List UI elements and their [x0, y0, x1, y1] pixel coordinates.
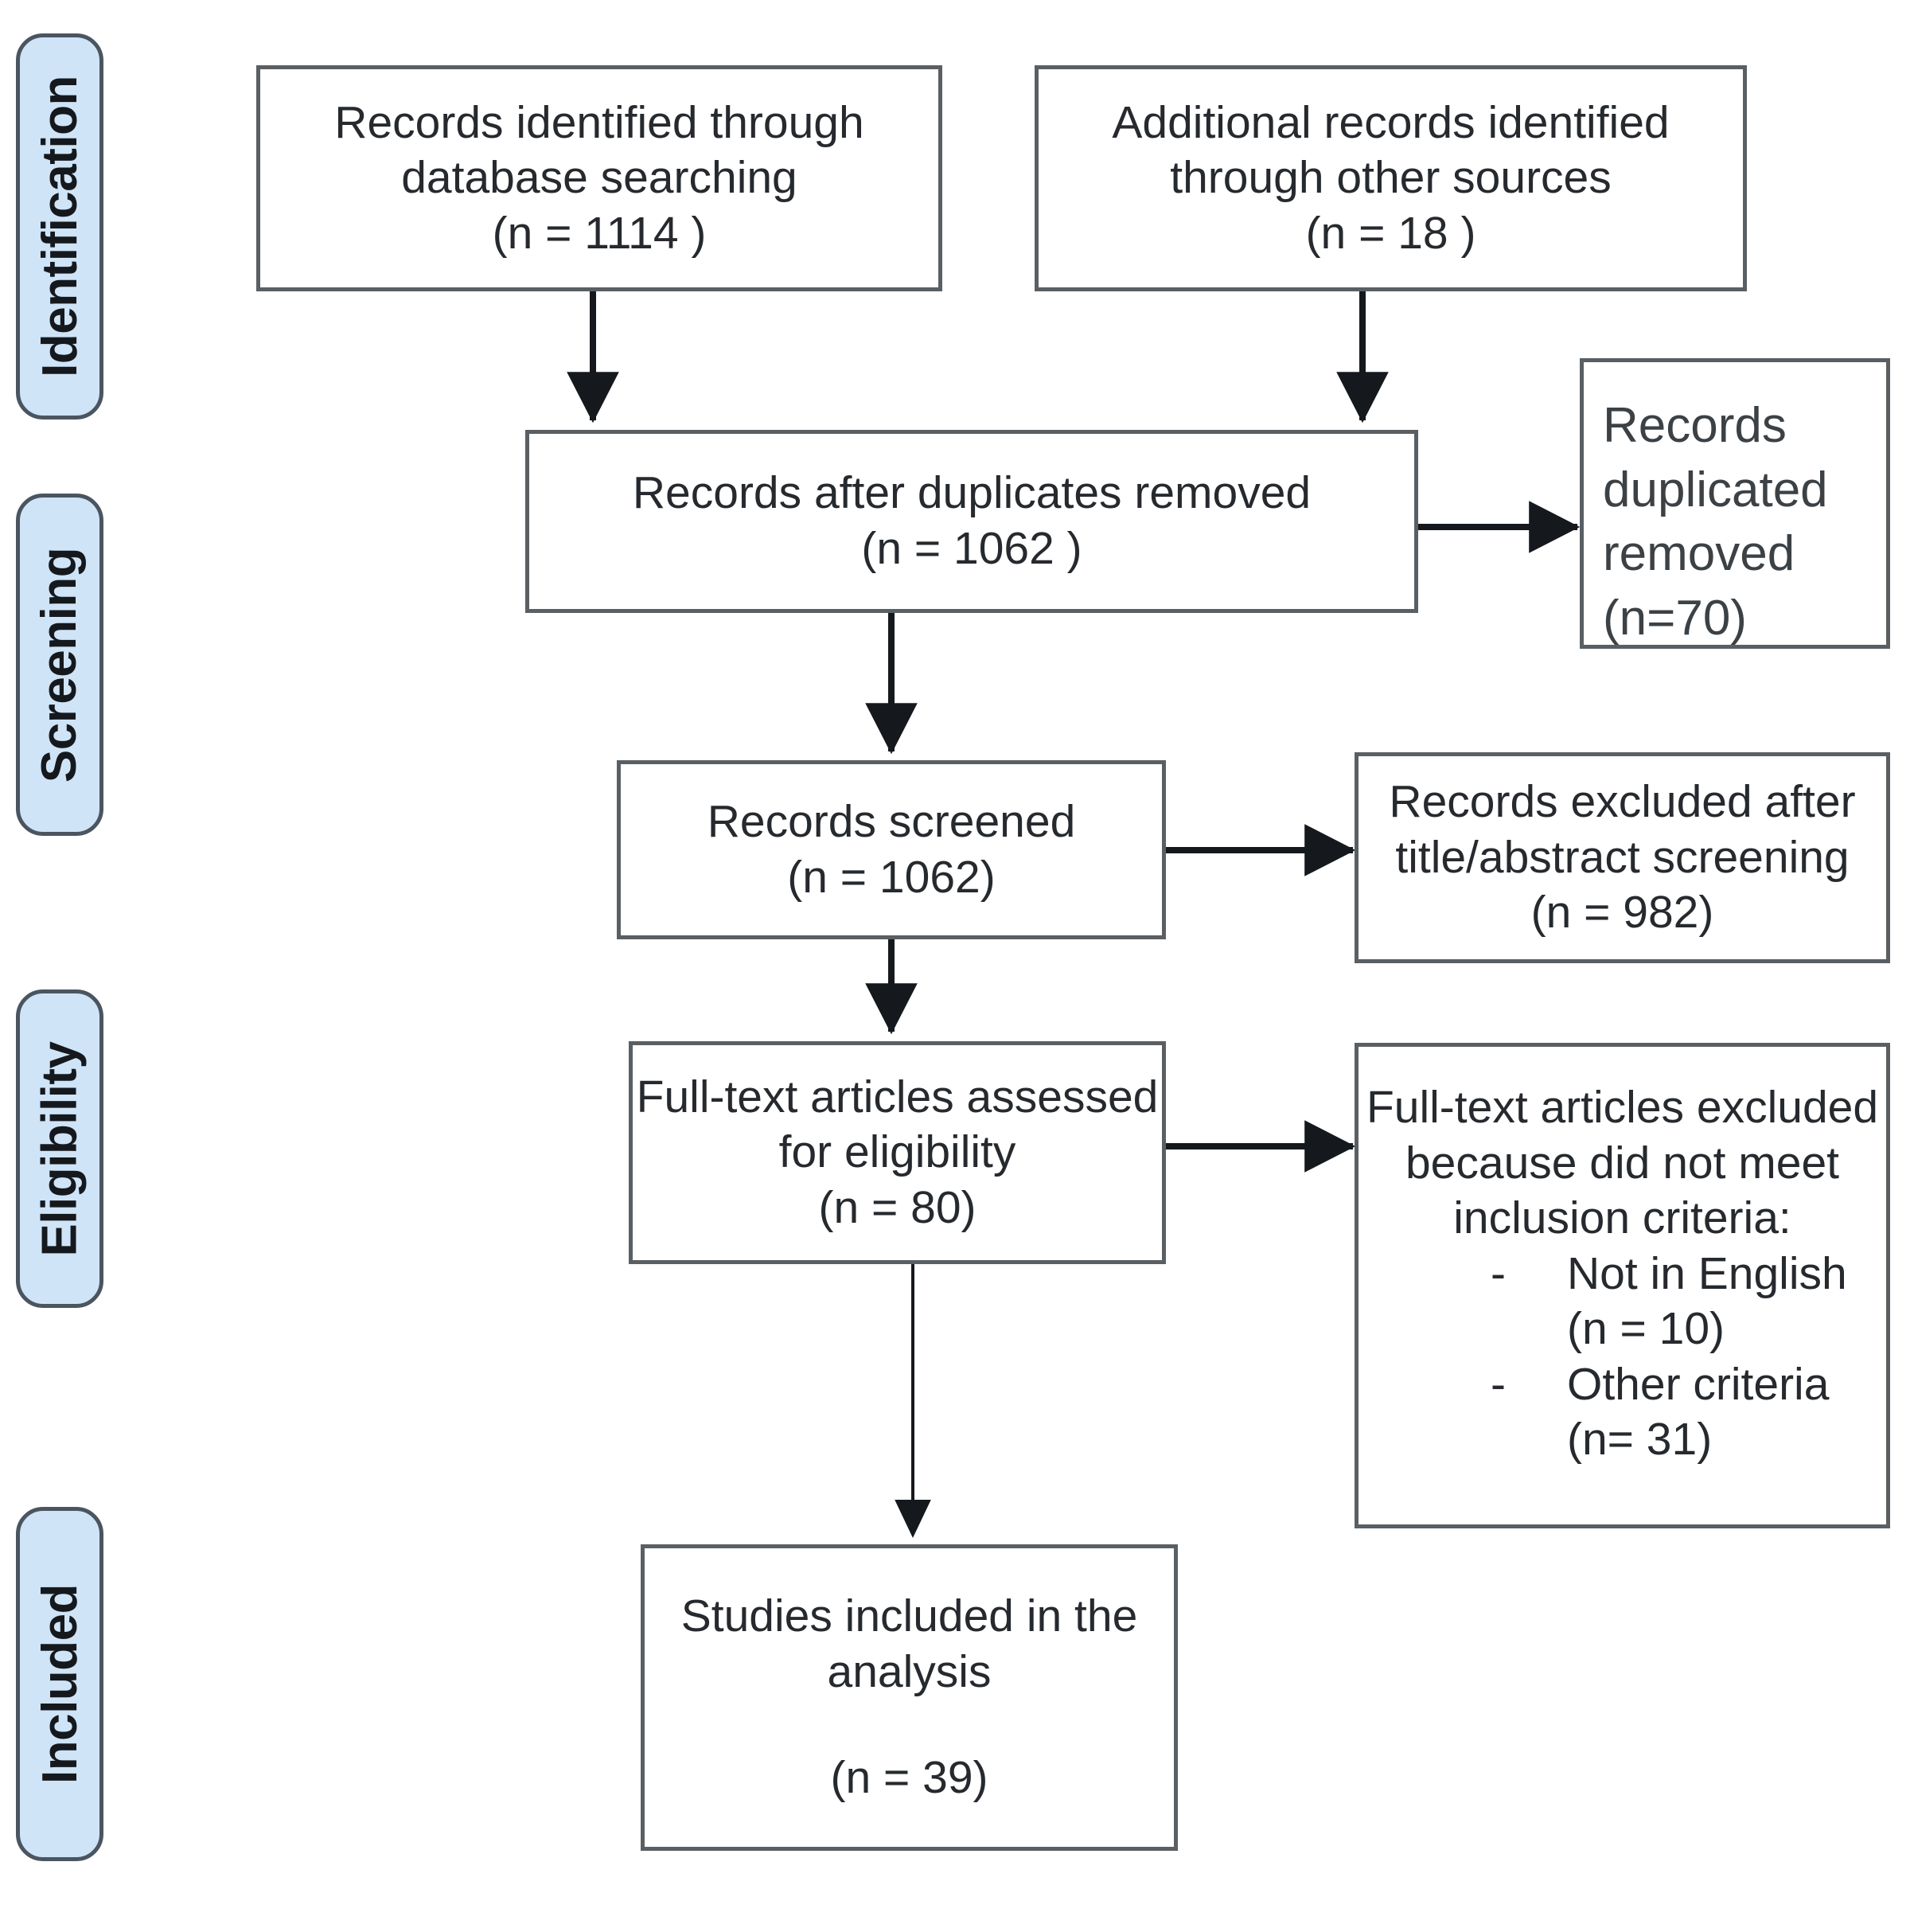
box-count: (n = 1062) [787, 851, 996, 903]
stage-chip-identification: Identification [16, 33, 103, 420]
bullet-label: Not in English [1567, 1247, 1847, 1299]
bullet-marker: - [1491, 1358, 1506, 1410]
bullet-marker: - [1491, 1247, 1506, 1299]
box-line: inclusion criteria: [1453, 1192, 1791, 1244]
box-line: analysis [827, 1645, 992, 1697]
box-line: duplicated [1603, 462, 1828, 517]
box-line: database searching [401, 152, 797, 204]
stage-label-screening: Screening [32, 547, 88, 783]
box-count: (n = 982) [1530, 887, 1714, 939]
box-line: Records identified through [334, 96, 864, 148]
stage-label-identification: Identification [32, 76, 88, 377]
box-line: because did not meet [1405, 1137, 1840, 1188]
stage-chip-eligibility: Eligibility [16, 989, 103, 1308]
stage-chip-screening: Screening [16, 494, 103, 836]
box-line: Records [1603, 398, 1787, 453]
box-count: (n=70) [1603, 590, 1747, 646]
box-count: (n = 39) [830, 1752, 988, 1804]
box-studies-included-analysis: Studies included in the analysis (n = 39… [641, 1544, 1178, 1851]
box-count: (n = 1062 ) [861, 523, 1082, 574]
bullet-label: Other criteria [1567, 1358, 1830, 1410]
box-line: Records excluded after [1389, 776, 1856, 828]
box-count: (n = 80) [818, 1181, 976, 1233]
box-line: Studies included in the [680, 1590, 1138, 1642]
box-line: Records screened [707, 795, 1076, 847]
box-line: Records after duplicates removed [632, 467, 1312, 519]
exclusion-bullet-other-criteria: - Other criteria [1371, 1357, 1873, 1413]
box-line: title/abstract screening [1395, 831, 1850, 883]
box-line: Full-text articles assessed [636, 1071, 1159, 1122]
box-line: through other sources [1170, 152, 1612, 204]
box-line: for eligibility [778, 1126, 1016, 1178]
stage-chip-included: Included [16, 1507, 103, 1861]
box-line: Additional records identified [1112, 96, 1670, 148]
box-count: (n = 1114 ) [492, 207, 707, 259]
box-additional-records-other-sources: Additional records identified through ot… [1035, 65, 1747, 291]
box-fulltext-articles-excluded: Full-text articles excluded because did … [1355, 1043, 1890, 1528]
exclusion-bullet-not-in-english: - Not in English [1371, 1247, 1873, 1302]
stage-label-eligibility: Eligibility [32, 1040, 88, 1257]
box-line: removed [1603, 526, 1795, 582]
box-records-excluded-title-abstract: Records excluded after title/abstract sc… [1355, 752, 1890, 963]
box-fulltext-articles-assessed: Full-text articles assessed for eligibil… [629, 1041, 1166, 1264]
box-records-screened: Records screened (n = 1062) [617, 760, 1166, 939]
box-records-after-duplicates-removed: Records after duplicates removed (n = 10… [525, 430, 1418, 613]
exclusion-bullet-other-criteria-count: (n= 31) [1567, 1414, 1713, 1466]
box-line: Full-text articles excluded [1366, 1082, 1879, 1133]
box-count: (n = 18 ) [1305, 207, 1476, 259]
stage-label-included: Included [32, 1584, 88, 1784]
exclusion-bullet-not-in-english-count: (n = 10) [1567, 1303, 1725, 1355]
box-records-identified-database: Records identified through database sear… [256, 65, 942, 291]
box-records-duplicated-removed: Records duplicated removed (n=70) [1580, 358, 1890, 649]
